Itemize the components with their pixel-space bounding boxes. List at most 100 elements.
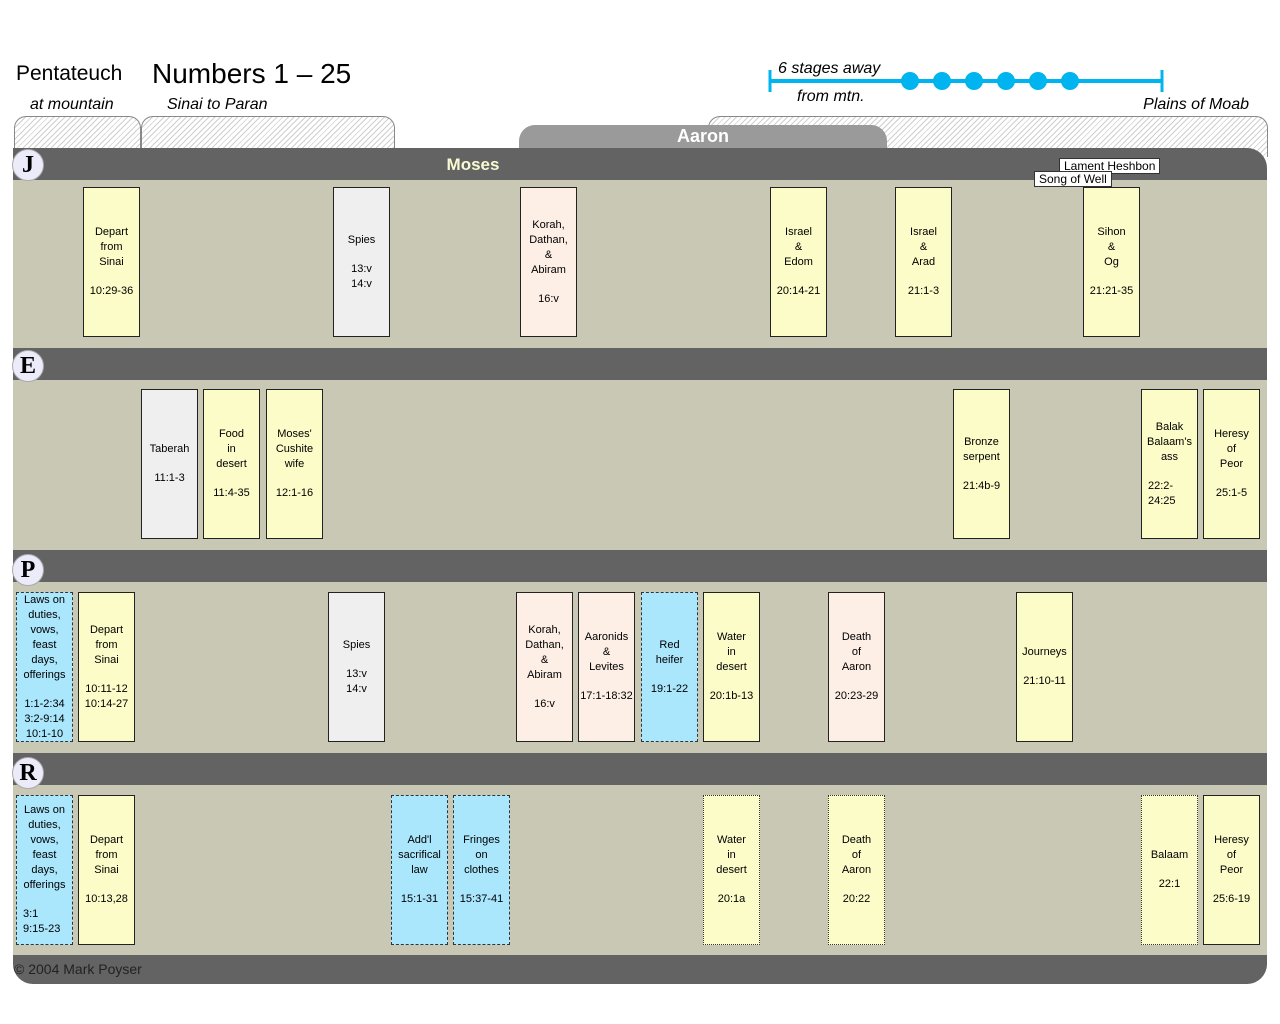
event-reference: 20:23-29: [834, 690, 879, 702]
source-badge-e: E: [12, 350, 44, 382]
event-reference: 17:1-18:32: [580, 690, 633, 702]
event-reference: 15:37-41: [459, 893, 504, 905]
event-title: Korah, Dathan, & Abiram: [529, 218, 568, 276]
event-title: Death of Aaron: [841, 631, 872, 673]
event-reference: 10:13,28: [85, 893, 128, 905]
event-card-r: Fringes on clothes 15:37-41: [453, 795, 510, 945]
at-mountain-label: at mountain: [30, 96, 114, 113]
event-title: Moses' Cushite wife: [275, 428, 314, 470]
event-title: Laws on duties, vows, feast days, offeri…: [23, 593, 66, 681]
plains-of-moab-label: Plains of Moab: [1143, 96, 1249, 113]
pentateuch-label: Pentateuch: [16, 62, 123, 85]
source-board: Moses: [13, 148, 1267, 984]
event-reference: 11:1-3: [154, 472, 185, 484]
event-reference: 21:10-11: [1023, 675, 1066, 687]
event-card-p: Laws on duties, vows, feast days, offeri…: [16, 592, 73, 742]
event-card-p: Depart from Sinai 10:11-12 10:14-27: [78, 592, 135, 742]
event-card-e: Bronze serpent 21:4b-9: [953, 389, 1010, 539]
event-title: Add'l sacrifical law: [398, 834, 441, 876]
source-bar-e: [13, 348, 1267, 380]
event-reference: 20:22: [842, 893, 871, 905]
event-title: Fringes on clothes: [463, 834, 500, 876]
event-title: Journeys: [1022, 646, 1067, 658]
event-reference: 20:1b-13: [709, 690, 754, 702]
event-reference: 20:14-21: [776, 285, 821, 297]
event-card-r: Depart from Sinai 10:13,28: [78, 795, 135, 945]
from-mountain-label: from mtn.: [797, 88, 865, 105]
event-card-e: Food in desert 11:4-35: [203, 389, 260, 539]
aaron-label: Aaron: [676, 126, 729, 146]
event-reference: 22:2- 24:25: [1148, 479, 1176, 507]
event-card-j: Depart from Sinai 10:29-36: [83, 187, 140, 337]
event-title: Aaronids & Levites: [584, 631, 629, 673]
event-card-e: Taberah 11:1-3: [141, 389, 198, 539]
source-badge-p: P: [12, 554, 44, 586]
event-reference: 10:11-12 10:14-27: [84, 682, 129, 710]
event-title: Depart from Sinai: [94, 226, 129, 268]
stages-away-label: 6 stages away: [778, 60, 881, 77]
event-reference: 16:v: [534, 697, 555, 710]
event-title: Korah, Dathan, & Abiram: [525, 623, 564, 681]
event-card-p: Aaronids & Levites 17:1-18:32: [578, 592, 635, 742]
event-reference: 12:1-16: [275, 487, 314, 499]
source-bar-r: [13, 753, 1267, 785]
event-reference: 25:1-5: [1215, 487, 1248, 499]
event-card-r: Add'l sacrifical law 15:1-31: [391, 795, 448, 945]
stage-dot: [997, 72, 1015, 90]
event-card-j: Sihon & Og 21:21-35: [1083, 187, 1140, 337]
stage-dot: [1061, 72, 1079, 90]
event-title: Israel & Arad: [910, 226, 937, 268]
event-reference: 21:1-3: [907, 285, 940, 297]
event-title: Balak Balaam's ass: [1147, 420, 1192, 463]
event-reference: 15:1-31: [400, 893, 439, 905]
note-lament-heshbon: Lament Heshbon: [1059, 158, 1161, 174]
event-reference: 1:1-2:34 3:2-9:14 10:1-10: [24, 697, 65, 740]
stage-dot: [1029, 72, 1047, 90]
event-title: Water in desert: [716, 834, 747, 876]
event-card-p: Red heifer 19:1-22: [641, 592, 698, 742]
event-card-p: Water in desert 20:1b-13: [703, 592, 760, 742]
event-title: Red heifer: [655, 638, 684, 666]
event-card-p: Journeys 21:10-11: [1016, 592, 1073, 742]
event-reference: 11:4-35: [213, 487, 250, 499]
event-title: Sihon & Og: [1097, 226, 1126, 268]
event-reference: 10:29-36: [89, 285, 134, 297]
event-title: Depart from Sinai: [89, 623, 124, 666]
event-title: Food in desert: [216, 428, 247, 470]
event-reference: 3:1 9:15-23: [23, 908, 61, 935]
stage-dot: [901, 72, 919, 90]
stage-dot: [965, 72, 983, 90]
event-card-e: Moses' Cushite wife 12:1-16: [266, 389, 323, 539]
stage-dot: [933, 72, 951, 90]
event-card-j: Korah, Dathan, & Abiram 16:v: [520, 187, 577, 337]
event-reference: 21:4b-9: [962, 479, 1001, 492]
event-title: Heresy of Peor: [1214, 834, 1249, 876]
source-badge-r: R: [12, 757, 44, 789]
event-reference: 13:v 14:v: [346, 667, 367, 695]
event-title: Taberah: [149, 443, 190, 455]
event-reference: 19:1-22: [650, 682, 689, 695]
sinai-to-paran-label: Sinai to Paran: [167, 96, 268, 113]
source-badge-j: J: [12, 149, 44, 181]
event-card-r: Laws on duties, vows, feast days, offeri…: [16, 795, 73, 945]
event-reference: 25:6-19: [1212, 893, 1251, 905]
footer-bar: [13, 955, 1267, 984]
copyright: © 2004 Mark Poyser: [14, 961, 142, 977]
event-card-r: Heresy of Peor 25:6-19: [1203, 795, 1260, 945]
event-title: Heresy of Peor: [1214, 428, 1249, 470]
event-title: Spies: [342, 638, 371, 651]
event-title: Balaam: [1150, 849, 1189, 861]
event-title: Bronze serpent: [963, 435, 1000, 463]
moses-label: Moses: [446, 155, 500, 174]
note-song-of-well: Song of Well: [1034, 171, 1112, 187]
event-reference: 21:21-35: [1089, 285, 1134, 297]
event-title: Water in desert: [716, 631, 747, 673]
event-title: Depart from Sinai: [89, 834, 124, 876]
event-card-p: Korah, Dathan, & Abiram 16:v: [516, 592, 573, 742]
event-reference: 16:v: [538, 292, 559, 305]
source-bar-p: [13, 550, 1267, 582]
event-title: Death of Aaron: [841, 834, 872, 876]
stages-line: [768, 70, 1164, 92]
